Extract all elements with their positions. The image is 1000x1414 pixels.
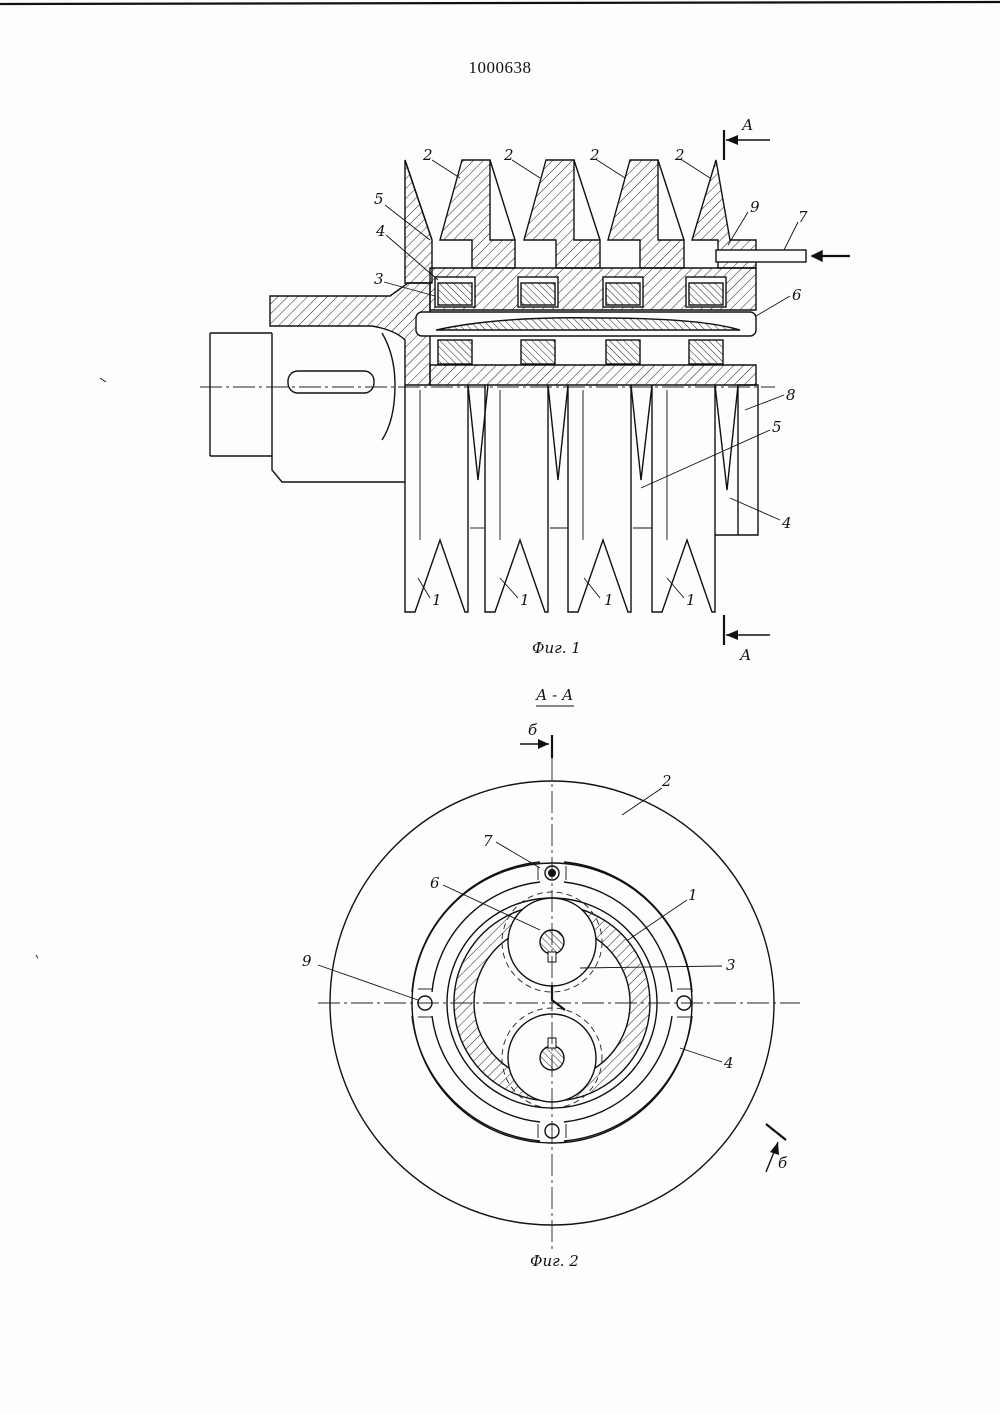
callout-1b: 1 — [520, 591, 530, 609]
callout-2c: 2 — [589, 146, 600, 164]
callout-7: 7 — [798, 208, 808, 226]
callout-2d: 2 — [674, 146, 685, 164]
svg-text:б: б — [528, 721, 538, 739]
callout-4-lower: 4 — [781, 514, 792, 532]
section-marker-a: А А — [724, 116, 770, 664]
callout-3: 3 — [726, 956, 736, 974]
lower-discs-1 — [405, 385, 715, 612]
rollers-3-lower — [438, 340, 723, 364]
hub — [270, 283, 430, 385]
callout-1c: 1 — [604, 591, 614, 609]
discs-4-5 — [468, 385, 738, 535]
callout-7: 7 — [483, 832, 493, 850]
stray-mark — [100, 378, 106, 382]
callout-1a: 1 — [432, 591, 442, 609]
center-mark — [552, 985, 565, 1010]
callout-4-upper: 4 — [375, 222, 386, 240]
stray-mark — [36, 955, 38, 958]
axle-6 — [416, 312, 756, 336]
callout-2a: 2 — [422, 146, 433, 164]
callout-1d: 1 — [686, 591, 696, 609]
section-marker-b-bottom: б — [766, 1124, 788, 1172]
callout-9: 9 — [750, 198, 760, 216]
svg-text:А: А — [739, 646, 751, 664]
callout-6: 6 — [430, 874, 440, 892]
callout-5-lower: 5 — [772, 418, 782, 436]
callout-5-upper: 5 — [374, 190, 384, 208]
callout-8: 8 — [786, 386, 796, 404]
figure-2-caption: Фиг. 2 — [530, 1252, 579, 1270]
figure-2: А - А б — [302, 686, 800, 1270]
pipe-7 — [716, 250, 850, 262]
callout-4: 4 — [723, 1054, 734, 1072]
callout-1: 1 — [688, 886, 698, 904]
callout-3: 3 — [374, 270, 384, 288]
shaft — [210, 333, 405, 482]
section-title-aa: А - А — [535, 686, 573, 704]
section-marker-b-top: б — [520, 721, 552, 758]
callout-2: 2 — [661, 772, 672, 790]
svg-text:б: б — [778, 1154, 788, 1172]
svg-text:А: А — [741, 116, 753, 134]
figure-1: А А — [200, 116, 850, 664]
callout-9: 9 — [302, 952, 312, 970]
upper-discs-2 — [405, 160, 756, 283]
figure-1-caption: Фиг. 1 — [532, 639, 581, 657]
sheet-border-line — [0, 2, 1000, 4]
housing-lower — [430, 365, 756, 385]
callout-6: 6 — [792, 286, 802, 304]
part-8 — [738, 385, 758, 535]
callout-2b: 2 — [503, 146, 514, 164]
